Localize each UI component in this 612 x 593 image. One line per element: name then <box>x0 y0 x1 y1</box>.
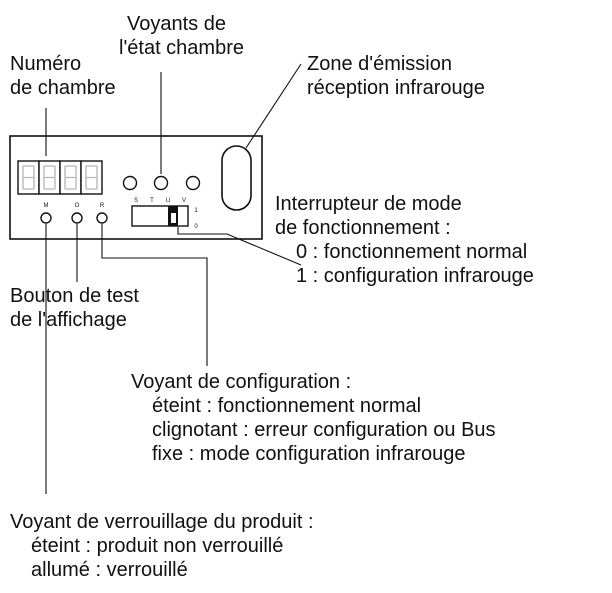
label-room-number: Numéro de chambre <box>10 53 116 99</box>
switch-position-1: 1 <box>194 208 198 214</box>
label-display-test: Bouton de test de l'affichage <box>10 285 139 331</box>
button-letter-r: R <box>100 203 105 209</box>
room-number-display <box>17 160 103 195</box>
mode-switch <box>131 205 189 227</box>
switch-position-0: 0 <box>194 224 198 230</box>
config-led <box>96 212 108 224</box>
leader-mode-switch <box>177 227 302 266</box>
device-panel <box>9 135 263 240</box>
switch-letter-s: S <box>134 198 138 204</box>
room-status-led <box>153 175 169 191</box>
lock-led <box>40 212 52 224</box>
room-status-led <box>185 175 201 191</box>
label-mode-switch: Interrupteur de mode de fonctionnement :… <box>275 193 534 287</box>
display-test-button <box>71 212 83 224</box>
button-letter-m: M <box>44 203 49 209</box>
label-lock-led: Voyant de verrouillage du produit : étei… <box>10 511 314 581</box>
leader-ir-zone <box>245 63 302 149</box>
room-status-led <box>122 175 138 191</box>
label-config-led: Voyant de configuration : éteint : fonct… <box>131 371 496 465</box>
ir-window <box>221 145 252 211</box>
switch-letter-v: V <box>182 198 186 204</box>
label-ir-zone: Zone d'émission réception infrarouge <box>307 53 485 99</box>
leader-config <box>101 224 208 366</box>
button-letter-o: O <box>75 203 80 209</box>
switch-letter-t: T <box>150 198 154 204</box>
label-room-status-leds: Voyants de l'état chambre <box>119 13 244 59</box>
switch-letter-u: U <box>166 198 170 204</box>
